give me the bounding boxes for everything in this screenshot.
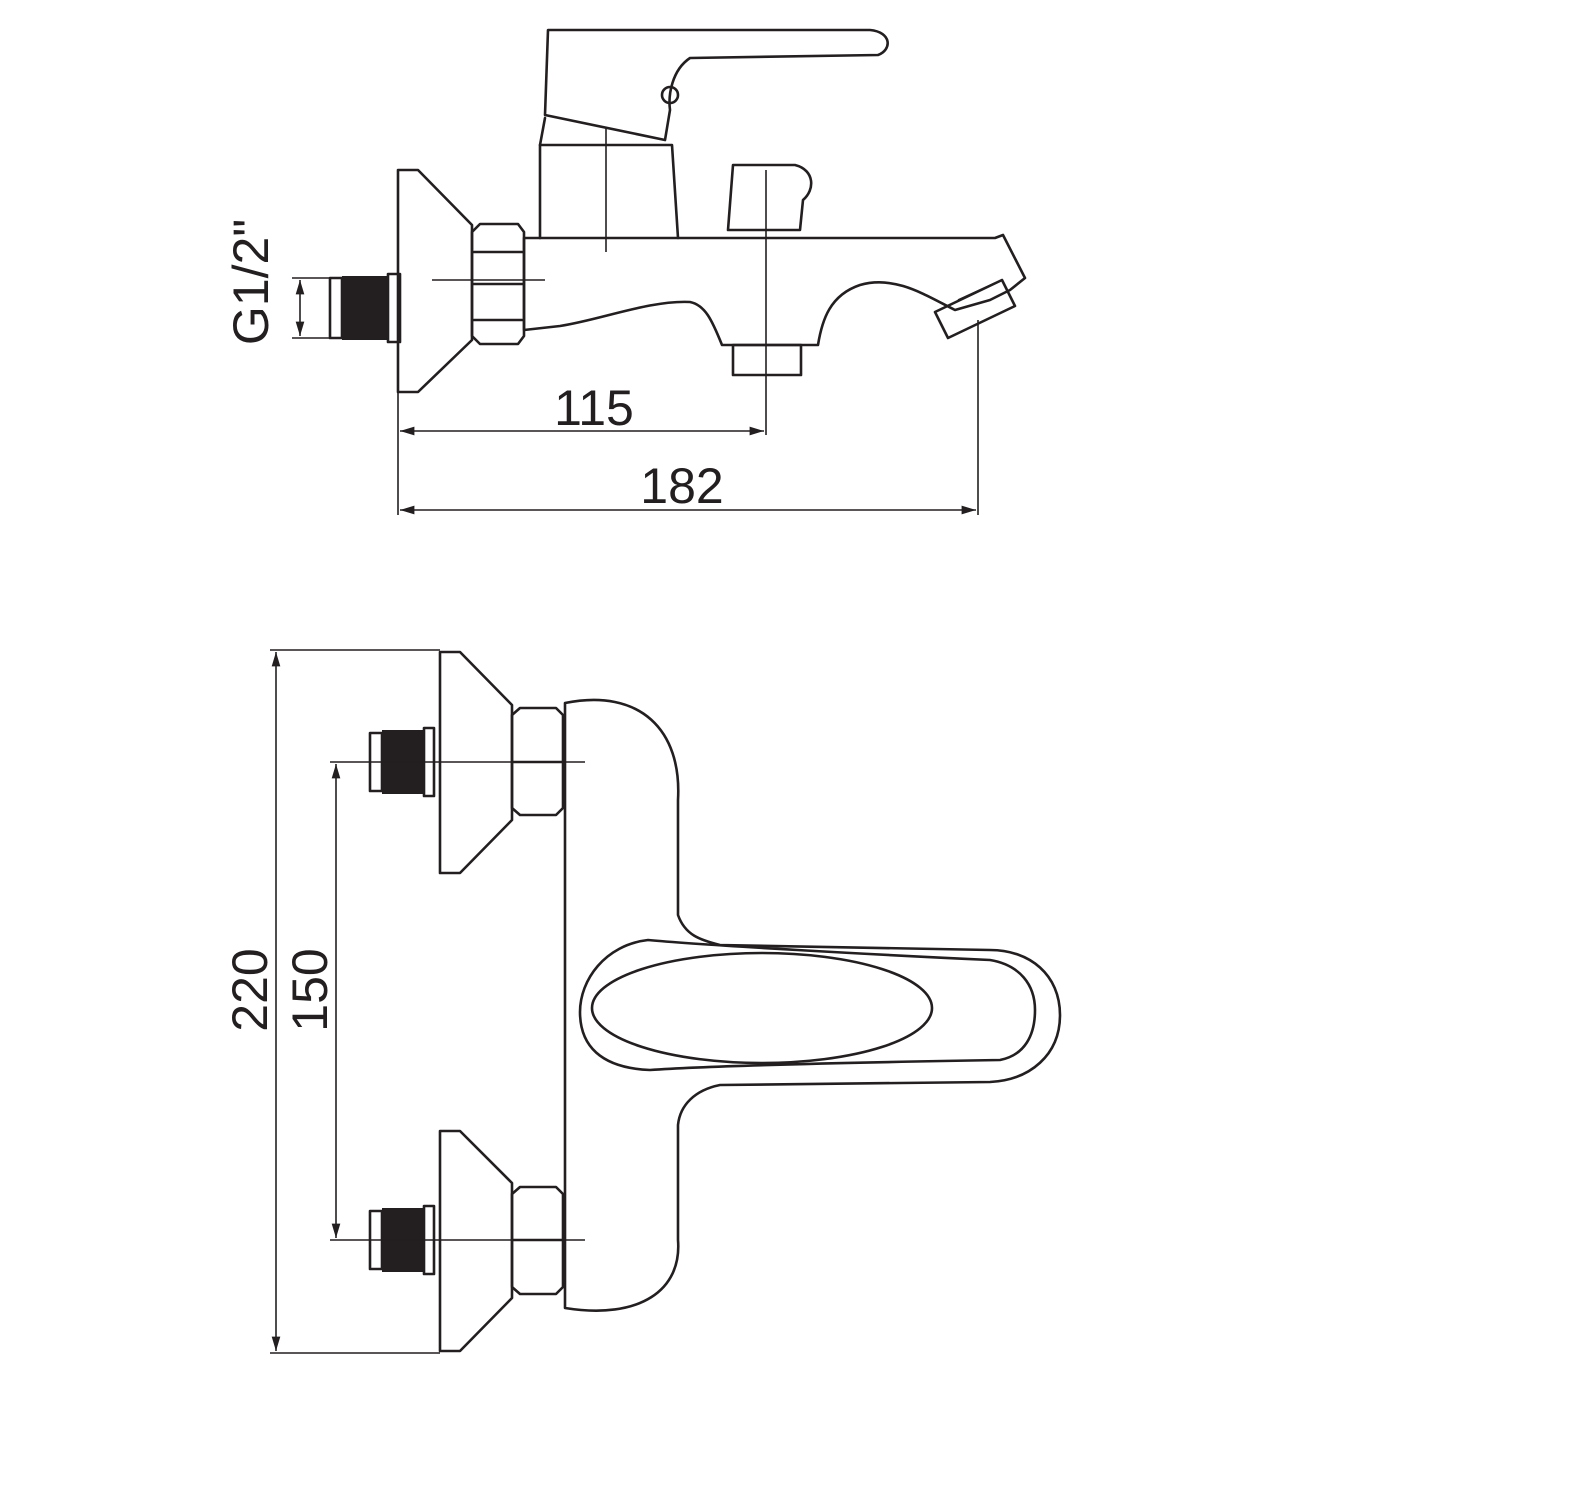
top-view <box>330 650 1062 1353</box>
top-lever-handle <box>578 938 1037 1072</box>
side-aerator <box>933 278 1017 340</box>
side-hex-nut <box>470 222 526 346</box>
side-dimensions: 115 182 G1/2" <box>223 219 979 515</box>
dimension-thread-size: G1/2" <box>223 219 279 345</box>
side-wall-flange <box>396 168 474 394</box>
top-dimensions: 220 150 <box>222 649 440 1354</box>
side-cartridge-housing <box>538 143 680 240</box>
dimension-182: 182 <box>640 458 723 514</box>
side-view <box>328 28 1027 435</box>
top-mixer-body <box>563 698 1062 1312</box>
dimension-150: 150 <box>282 948 338 1031</box>
side-thread-connector <box>328 272 402 344</box>
dimension-115: 115 <box>554 380 634 436</box>
side-lever-handle <box>543 28 889 142</box>
top-lower-inlet <box>368 1129 565 1353</box>
side-bottom-outlet <box>731 343 803 377</box>
dimension-220: 220 <box>222 948 278 1031</box>
side-mixer-body <box>522 233 1027 347</box>
side-diverter-knob <box>726 163 813 232</box>
